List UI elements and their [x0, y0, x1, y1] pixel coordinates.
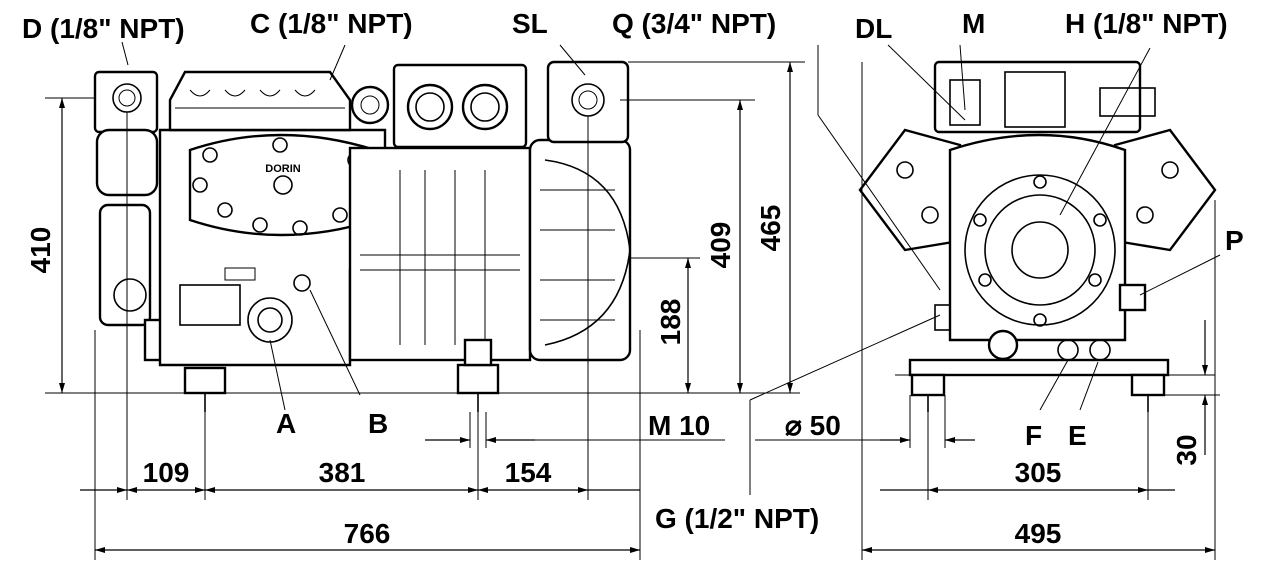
label-port-b: B [368, 408, 388, 439]
end-view [858, 60, 1217, 412]
dim-height-center: 188 [655, 299, 686, 346]
label-port-q: Q (3/4" NPT) [612, 8, 776, 39]
label-port-p: P [1225, 225, 1244, 256]
dim-width-overall: 495 [1015, 518, 1062, 549]
label-port-sl: SL [512, 8, 548, 39]
label-port-h: H (1/8" NPT) [1065, 8, 1228, 39]
brand-plate: DORIN [265, 163, 301, 175]
label-port-a: A [276, 408, 296, 439]
dim-length-overall: 766 [344, 518, 391, 549]
head-bolts [192, 137, 373, 236]
dim-hole-diameter: ⌀ 50 [785, 410, 841, 441]
side-dimensions [45, 61, 805, 560]
side-view: DORIN [45, 60, 800, 412]
end-leaders [749, 44, 1221, 495]
dim-bolt: M 10 [648, 410, 710, 441]
side-leaders [121, 41, 586, 411]
dimension-labels: 410 465 409 188 M 10 109 381 154 766 ⌀ 5… [25, 205, 1202, 549]
dim-end-foot-spacing: 305 [1015, 457, 1062, 488]
label-port-e: E [1068, 420, 1087, 451]
label-port-f: F [1025, 420, 1042, 451]
label-port-g: G (1/2" NPT) [655, 503, 819, 534]
dim-length-front: 109 [143, 457, 190, 488]
label-port-dl: DL [855, 13, 892, 44]
port-labels: D (1/8" NPT) C (1/8" NPT) SL Q (3/4" NPT… [22, 8, 1244, 534]
dim-height-discharge: 409 [705, 222, 736, 269]
end-dimensions [755, 62, 1220, 560]
label-port-m: M [962, 8, 985, 39]
label-port-d: D (1/8" NPT) [22, 13, 185, 44]
dim-height-suction: 465 [755, 205, 786, 252]
dim-height-overall: 410 [25, 227, 56, 274]
dim-foot-spacing: 381 [319, 457, 366, 488]
label-port-c: C (1/8" NPT) [250, 8, 413, 39]
dim-foot-height: 30 [1171, 434, 1202, 465]
dim-length-rear: 154 [505, 457, 552, 488]
